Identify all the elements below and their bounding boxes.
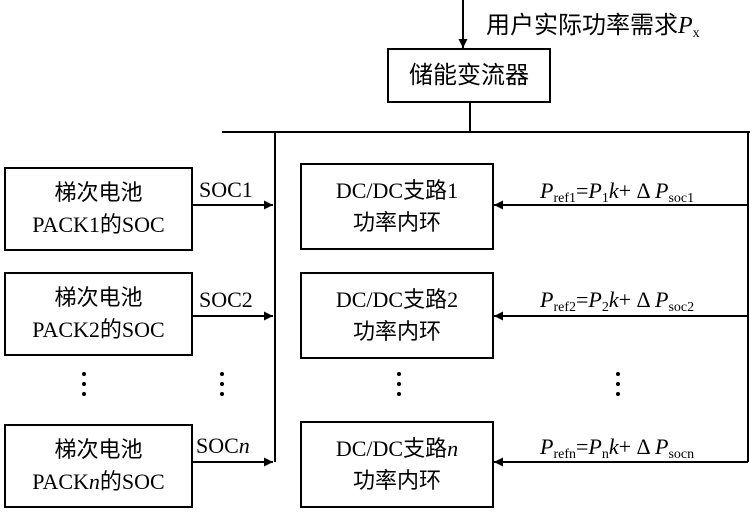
dcdc-id: n	[447, 435, 459, 461]
pack-suffix: 的SOC	[99, 212, 165, 237]
formula-plus-delta: + Δ	[618, 287, 650, 312]
formula-k: k	[608, 287, 619, 312]
battery-box-1: 梯次电池 PACK1的SOC	[4, 167, 193, 251]
formula-soc-sub: soc1	[668, 191, 695, 206]
dcdc-prefix: DC/DC支路	[335, 177, 448, 203]
ellipsis-dcdc	[396, 372, 402, 396]
pack-suffix: 的SOC	[99, 317, 165, 342]
formula-psoc: P	[654, 178, 669, 203]
pack-id: 1	[88, 212, 100, 237]
dcdc-line2: 功率内环	[352, 209, 441, 235]
battery-box-line1: 梯次电池	[54, 437, 143, 462]
formula-p: P	[540, 287, 554, 312]
dcdc-line2: 功率内环	[352, 318, 441, 344]
formula-eq: =	[576, 434, 589, 459]
ref-formula-n: Prefn=Pnk+ Δ Psocn	[540, 434, 695, 462]
ellipsis-battery	[81, 372, 87, 396]
formula-pi-sub: 1	[601, 191, 609, 206]
dcdc-line1: DC/DC支路n	[336, 433, 458, 465]
user-demand-symbol: P	[678, 13, 693, 39]
converter-label: 储能变流器	[409, 62, 529, 89]
pack-id: n	[88, 469, 100, 494]
soc-id: 1	[241, 177, 253, 202]
dcdc-box-n: DC/DC支路n 功率内环	[300, 421, 494, 508]
dcdc-box-1: DC/DC支路1 功率内环	[300, 163, 494, 250]
battery-box-line2: PACKn的SOC	[32, 466, 164, 498]
formula-eq: =	[576, 178, 589, 203]
user-demand-text: 用户实际功率需求	[486, 13, 678, 39]
formula-ref-sub: ref1	[553, 191, 576, 206]
formula-pi-sub: 2	[601, 300, 609, 315]
formula-ref-sub: refn	[553, 447, 576, 462]
formula-ref-sub: ref2	[553, 300, 576, 315]
converter-box: 储能变流器	[387, 48, 551, 103]
formula-soc-sub: soc2	[668, 300, 695, 315]
battery-box-line2: PACK2的SOC	[32, 314, 164, 346]
formula-p: P	[540, 434, 554, 459]
ref-formula-2: Pref2=P2k+ Δ Psoc2	[540, 287, 695, 315]
soc-label-n: SOCn	[196, 433, 250, 459]
dcdc-id: 2	[447, 286, 459, 312]
dcdc-prefix: DC/DC支路	[335, 435, 448, 461]
pack-prefix: PACK	[32, 212, 89, 237]
formula-p: P	[540, 178, 554, 203]
dcdc-line1: DC/DC支路2	[336, 284, 458, 316]
ellipsis-formula	[615, 372, 621, 396]
soc-prefix: SOC	[196, 433, 239, 458]
formula-pi: P	[588, 178, 602, 203]
pack-prefix: PACK	[32, 317, 89, 342]
formula-eq: =	[576, 287, 589, 312]
formula-psoc: P	[654, 434, 669, 459]
formula-pi: P	[588, 434, 602, 459]
battery-box-line1: 梯次电池	[54, 285, 143, 310]
formula-pi: P	[588, 287, 602, 312]
soc-id: 2	[241, 287, 253, 312]
soc-id: n	[238, 433, 250, 458]
formula-soc-sub: socn	[668, 447, 695, 462]
dcdc-prefix: DC/DC支路	[335, 286, 448, 312]
dcdc-line1: DC/DC支路1	[336, 175, 458, 207]
soc-label-2: SOC2	[199, 287, 253, 313]
formula-k: k	[608, 178, 619, 203]
formula-plus-delta: + Δ	[618, 178, 650, 203]
battery-box-line1: 梯次电池	[54, 180, 143, 205]
user-demand-label: 用户实际功率需求Px	[486, 13, 700, 41]
soc-prefix: SOC	[199, 177, 242, 202]
pack-prefix: PACK	[32, 469, 89, 494]
pack-id: 2	[88, 317, 100, 342]
ellipsis-soc	[219, 372, 225, 396]
dcdc-line2: 功率内环	[352, 467, 441, 493]
dcdc-id: 1	[447, 177, 459, 203]
user-demand-subscript: x	[692, 26, 700, 41]
formula-psoc: P	[654, 287, 669, 312]
dcdc-box-2: DC/DC支路2 功率内环	[300, 272, 494, 359]
battery-box-2: 梯次电池 PACK2的SOC	[4, 272, 193, 356]
battery-box-n: 梯次电池 PACKn的SOC	[4, 424, 193, 508]
formula-k: k	[608, 434, 619, 459]
ref-formula-1: Pref1=P1k+ Δ Psoc1	[540, 178, 695, 206]
battery-box-line2: PACK1的SOC	[32, 209, 164, 241]
soc-label-1: SOC1	[199, 177, 253, 203]
pack-suffix: 的SOC	[99, 469, 165, 494]
formula-plus-delta: + Δ	[618, 434, 650, 459]
soc-prefix: SOC	[199, 287, 242, 312]
formula-pi-sub: n	[601, 447, 609, 462]
